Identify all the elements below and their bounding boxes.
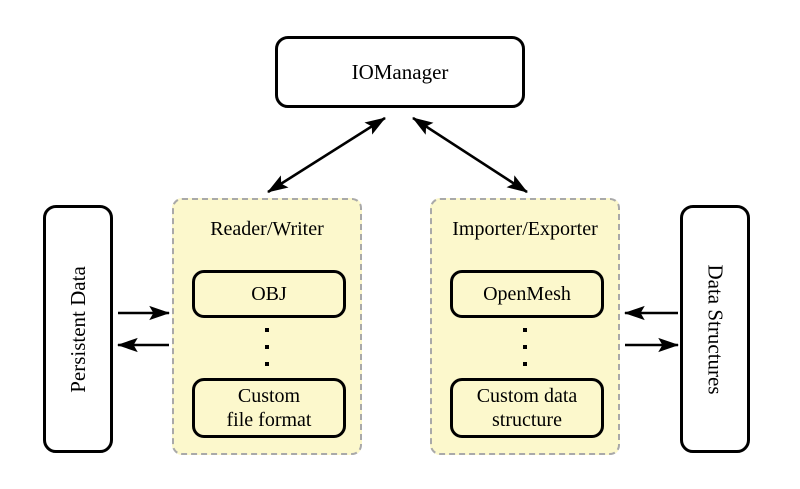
node-obj-label: OBJ [251,282,287,305]
node-data-structures: Data Structures [680,205,750,453]
custom-data-structure-line1: Custom data [476,384,578,407]
node-persistent-data: Persistent Data [43,205,113,453]
node-openmesh-label: OpenMesh [483,282,571,305]
ellipsis-dot [265,328,269,332]
ellipsis-dot [523,362,527,366]
ellipsis-dot [523,328,527,332]
ellipsis-dot [265,345,269,349]
ellipsis-dot [523,345,527,349]
arrow-manager-to-reader-writer [267,116,386,194]
ellipsis-dot [265,362,269,366]
custom-file-format-line1: Custom [237,384,301,407]
node-openmesh: OpenMesh [450,270,604,318]
node-custom-data-structure-label: Custom data structure [477,384,578,433]
custom-file-format-line2: file format [226,409,312,431]
data-structures-label: Data Structures [703,263,728,395]
panel-importer-exporter: Importer/Exporter OpenMesh Custom data s… [430,198,620,455]
panel-reader-writer: Reader/Writer OBJ Custom file format [172,198,362,455]
node-obj: OBJ [192,270,346,318]
node-io-manager: IOManager [275,36,525,108]
ellipsis-reader-writer [174,328,360,366]
custom-data-structure-line2: structure [492,409,562,431]
node-custom-file-format-label: Custom file format [227,384,312,433]
io-manager-label: IOManager [351,59,449,84]
arrow-manager-to-importer-exporter [412,116,528,194]
persistent-data-label: Persistent Data [65,265,90,393]
ellipsis-importer-exporter [432,328,618,366]
panel-reader-writer-title: Reader/Writer [210,218,324,240]
node-custom-file-format: Custom file format [192,378,346,438]
node-custom-data-structure: Custom data structure [450,378,604,438]
panel-importer-exporter-title: Importer/Exporter [452,218,598,240]
